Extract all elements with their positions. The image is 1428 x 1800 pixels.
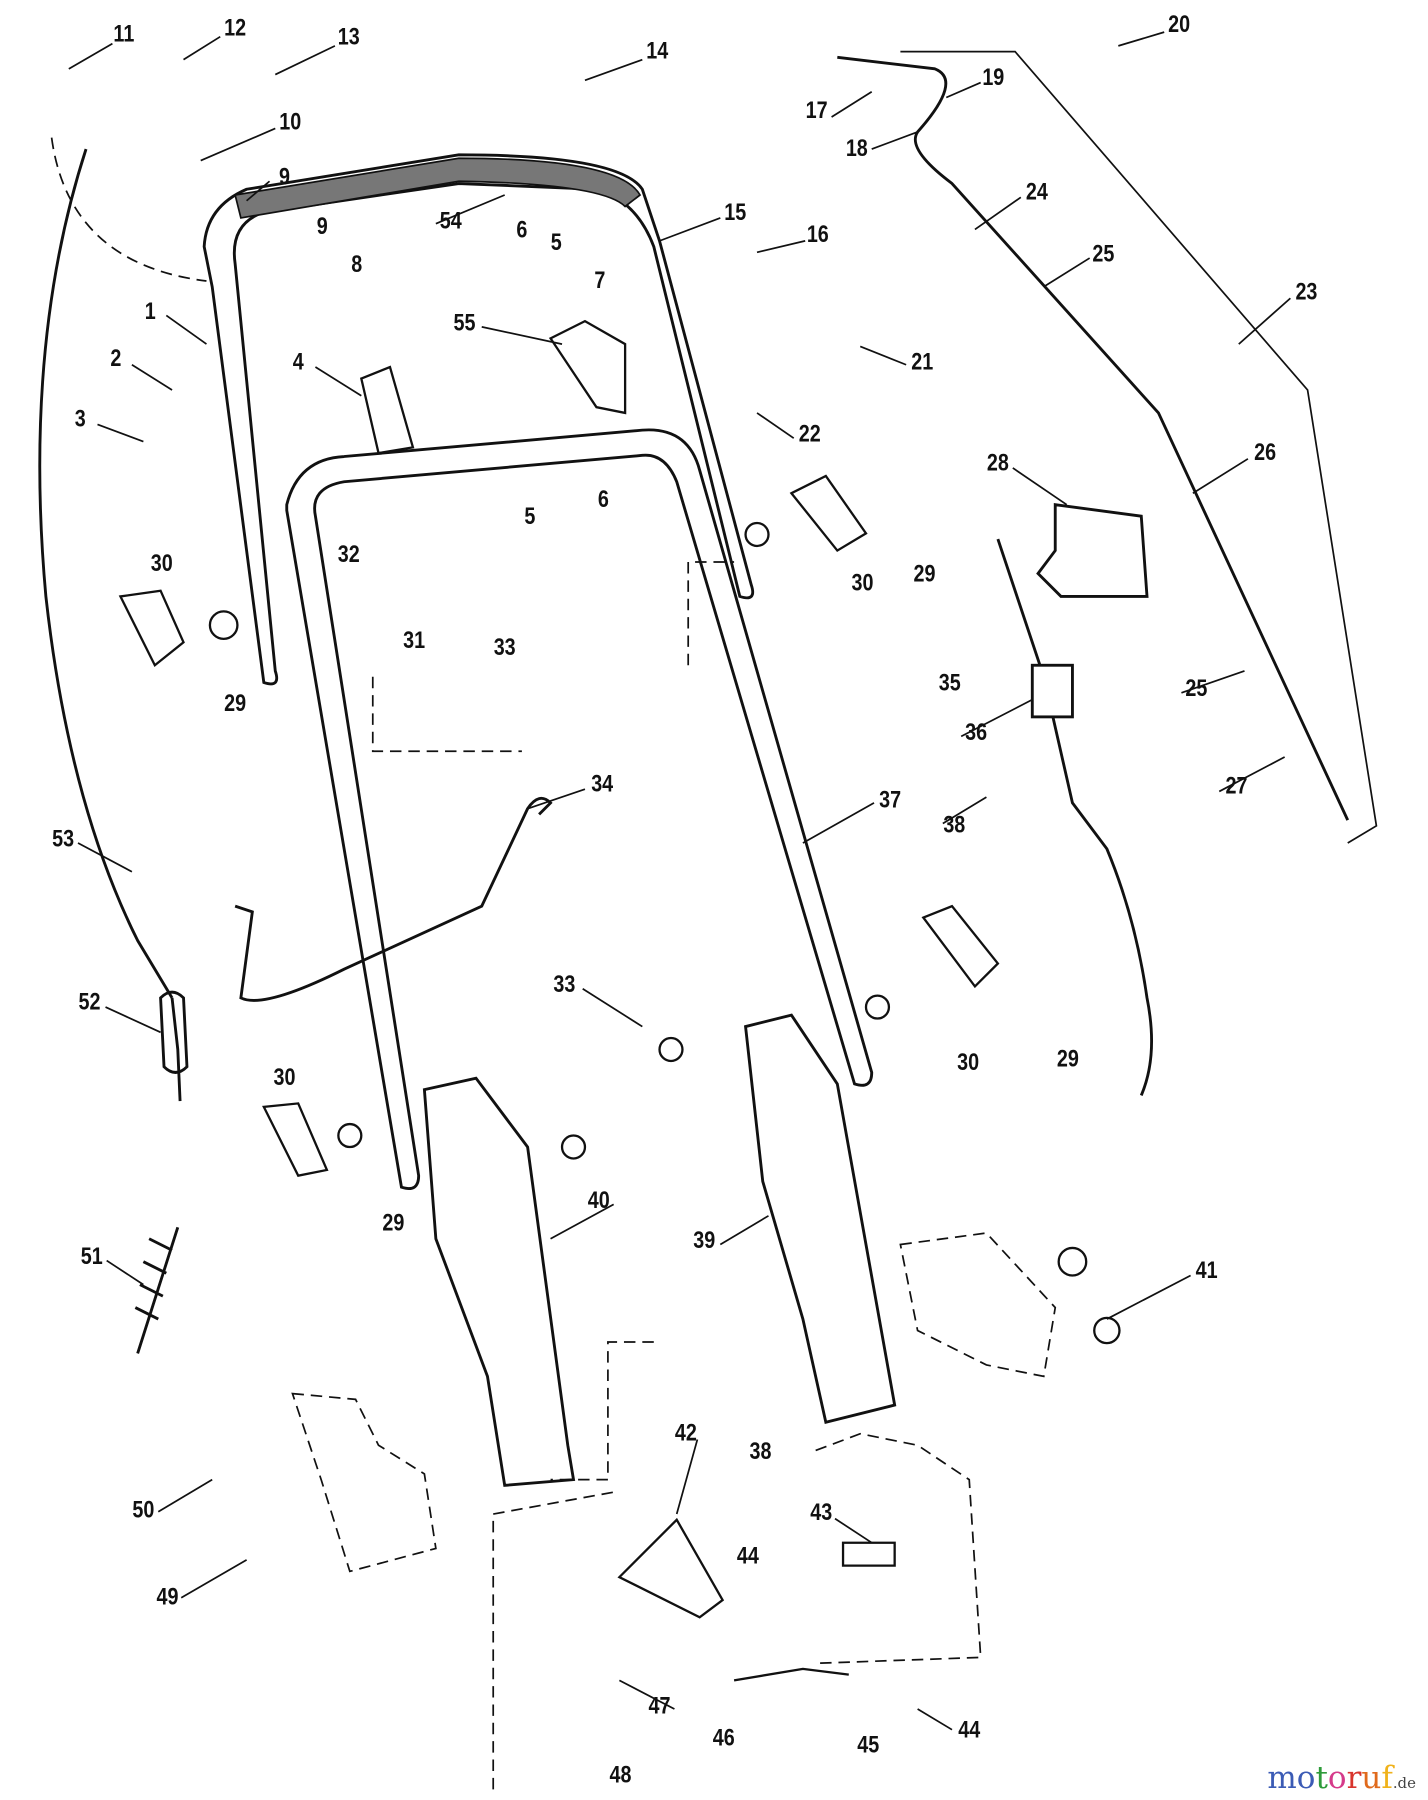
part-callout-37[interactable]: 37 — [879, 786, 902, 814]
part-callout-55[interactable]: 55 — [453, 309, 476, 337]
part-callout-28[interactable]: 28 — [986, 449, 1009, 477]
part-callout-38[interactable]: 38 — [749, 1438, 772, 1465]
part-callout-4[interactable]: 4 — [292, 348, 304, 376]
part-callout-33[interactable]: 33 — [493, 634, 516, 661]
part-callout-1[interactable]: 1 — [144, 298, 156, 325]
part-callout-30[interactable]: 30 — [273, 1064, 296, 1091]
part-callout-34[interactable]: 34 — [591, 770, 614, 798]
part-callout-9[interactable]: 9 — [278, 164, 290, 191]
part-callout-40[interactable]: 40 — [587, 1187, 610, 1214]
upper-handle — [202, 153, 755, 686]
leader-lines — [68, 31, 1291, 1731]
part-callout-21[interactable]: 21 — [911, 348, 934, 376]
part-callout-29[interactable]: 29 — [913, 560, 936, 588]
part-callout-30[interactable]: 30 — [150, 550, 173, 577]
watermark-letter: o — [1296, 1760, 1316, 1797]
part-callout-29[interactable]: 29 — [1056, 1046, 1079, 1073]
part-callout-7[interactable]: 7 — [594, 267, 606, 294]
part-callout-29[interactable]: 29 — [382, 1210, 405, 1237]
part-callout-43[interactable]: 43 — [810, 1499, 833, 1526]
part-callout-30[interactable]: 30 — [851, 570, 874, 597]
part-callout-25[interactable]: 25 — [1185, 675, 1208, 702]
part-callout-49[interactable]: 49 — [156, 1584, 179, 1611]
part-callout-42[interactable]: 42 — [674, 1419, 697, 1447]
watermark-logo: motoruf.de — [1267, 1761, 1416, 1797]
bracket-40 — [422, 1076, 576, 1487]
watermark-letter: t — [1315, 1760, 1328, 1797]
part-callout-29[interactable]: 29 — [224, 690, 247, 717]
part-callout-50[interactable]: 50 — [132, 1496, 155, 1524]
part-callout-27[interactable]: 27 — [1225, 773, 1248, 800]
part-callout-44[interactable]: 44 — [736, 1542, 759, 1570]
part-callout-11[interactable]: 11 — [113, 20, 135, 48]
part-callout-3[interactable]: 3 — [74, 406, 86, 433]
part-callout-5[interactable]: 5 — [524, 503, 536, 530]
watermark-letter: f — [1381, 1760, 1393, 1797]
part-callout-47[interactable]: 47 — [648, 1692, 671, 1720]
part-callout-38[interactable]: 38 — [943, 812, 966, 839]
part-callout-15[interactable]: 15 — [724, 199, 747, 226]
part-callout-51[interactable]: 51 — [80, 1243, 103, 1270]
part-callout-36[interactable]: 36 — [965, 719, 988, 746]
lower-handle — [285, 428, 874, 1191]
part-callout-25[interactable]: 25 — [1092, 240, 1115, 268]
part-callout-48[interactable]: 48 — [609, 1761, 632, 1789]
part-callout-6[interactable]: 6 — [516, 216, 528, 244]
part-callout-52[interactable]: 52 — [78, 988, 101, 1016]
part-callout-30[interactable]: 30 — [957, 1049, 980, 1076]
part-callout-31[interactable]: 31 — [403, 627, 426, 654]
part-callout-24[interactable]: 24 — [1025, 178, 1048, 206]
part-callout-45[interactable]: 45 — [857, 1731, 880, 1759]
part-callout-41[interactable]: 41 — [1195, 1257, 1218, 1284]
part-callout-8[interactable]: 8 — [351, 251, 363, 278]
watermark-letter: m — [1267, 1760, 1297, 1797]
bracket-39 — [743, 1013, 897, 1425]
cable-53 — [38, 148, 174, 999]
part-callout-6[interactable]: 6 — [597, 486, 609, 513]
part-callout-23[interactable]: 23 — [1295, 278, 1318, 306]
part-callout-44[interactable]: 44 — [958, 1717, 981, 1744]
part-callout-33[interactable]: 33 — [553, 971, 576, 998]
part-callout-2[interactable]: 2 — [110, 345, 122, 372]
part-callout-26[interactable]: 26 — [1254, 439, 1277, 466]
part-callout-54[interactable]: 54 — [439, 207, 462, 234]
part-callout-16[interactable]: 16 — [806, 221, 829, 248]
part-callout-17[interactable]: 17 — [805, 97, 828, 124]
rod-34 — [234, 796, 553, 1002]
part-callout-19[interactable]: 19 — [982, 64, 1005, 91]
part-callout-13[interactable]: 13 — [337, 24, 360, 51]
part-callout-39[interactable]: 39 — [693, 1227, 716, 1254]
part-callout-5[interactable]: 5 — [550, 229, 562, 256]
part-callout-35[interactable]: 35 — [938, 669, 961, 697]
watermark-letter: r — [1346, 1760, 1362, 1797]
watermark-letter: u — [1361, 1760, 1382, 1797]
part-callout-20[interactable]: 20 — [1168, 11, 1191, 38]
part-callout-32[interactable]: 32 — [337, 541, 360, 568]
watermark-suffix: .de — [1392, 1775, 1416, 1793]
part-callout-14[interactable]: 14 — [646, 37, 669, 65]
control-rod — [837, 55, 1350, 821]
part-callout-9[interactable]: 9 — [316, 213, 328, 240]
cable-36 — [996, 538, 1153, 1096]
handle-grip — [234, 157, 642, 219]
part-callout-46[interactable]: 46 — [712, 1725, 735, 1752]
part-callout-22[interactable]: 22 — [798, 420, 821, 448]
watermark-letter: o — [1327, 1760, 1347, 1797]
part-callout-12[interactable]: 12 — [224, 14, 247, 42]
part-callout-53[interactable]: 53 — [52, 825, 75, 853]
part-callout-10[interactable]: 10 — [279, 108, 302, 136]
part-callout-18[interactable]: 18 — [845, 135, 868, 162]
